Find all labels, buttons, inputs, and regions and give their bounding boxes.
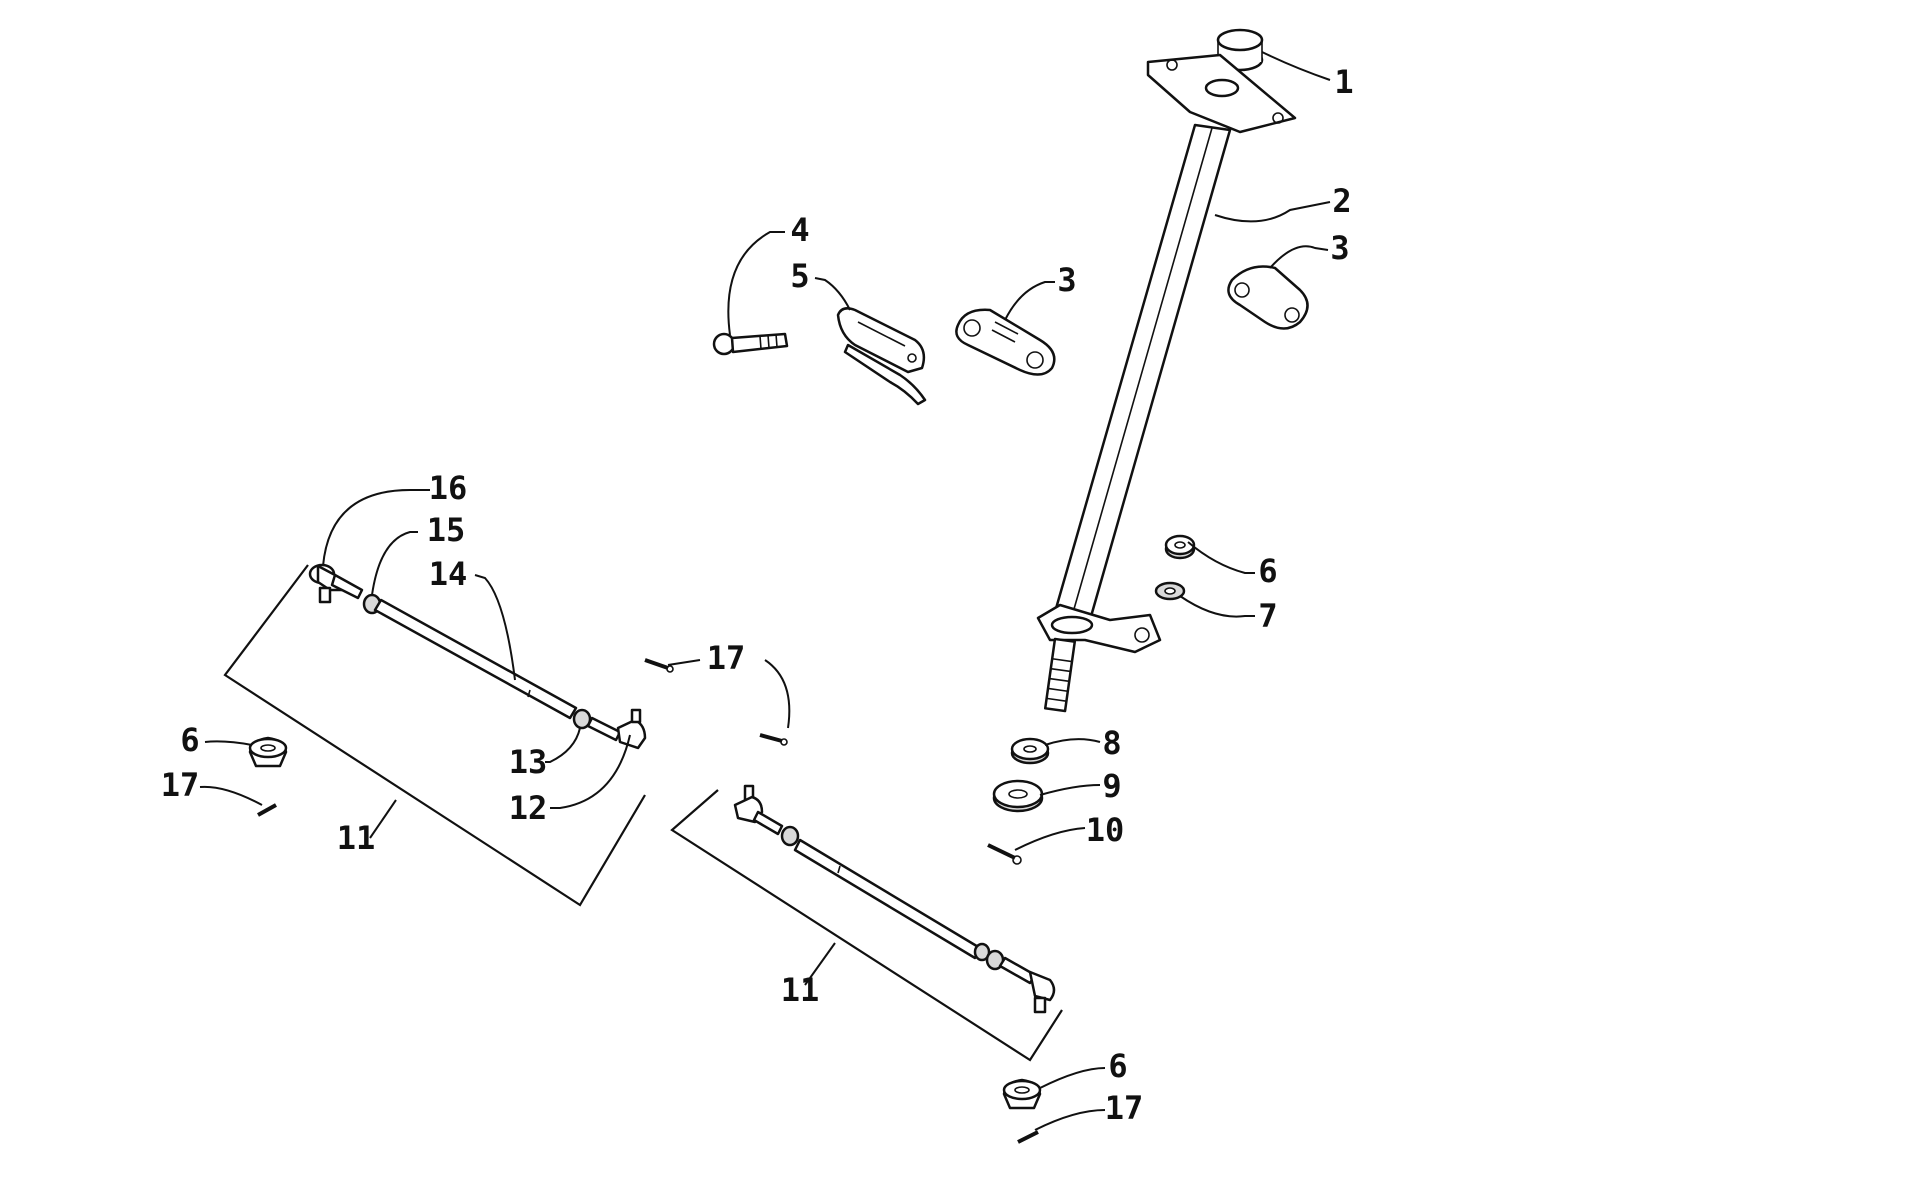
callout-4: 4 [790, 211, 809, 249]
part-6-nut-upper [1164, 534, 1196, 560]
callout-2: 2 [1332, 182, 1351, 220]
tie-rod-tube-right [793, 838, 982, 960]
tie-rod-right-assembly [733, 784, 1056, 1014]
callout-labels: 1 2 3 3 4 5 6 7 8 9 10 16 15 14 17 13 12… [161, 63, 1354, 1127]
callout-11-right: 11 [781, 971, 820, 1009]
part-17-cotter-pin-left [257, 803, 277, 817]
part-7-washer [1154, 581, 1186, 601]
jam-nut-inner [780, 825, 800, 847]
callout-17-bottom: 17 [1105, 1089, 1144, 1127]
part-14-tie-rod-tube [373, 598, 578, 720]
callout-6-bottom: 6 [1108, 1047, 1127, 1085]
leader-lines [199, 51, 1331, 1131]
part-5-clamp-bracket [836, 307, 927, 406]
jam-nut-outer [973, 942, 1005, 971]
assembly-bracket-11-right [670, 789, 1063, 1062]
callout-12: 12 [509, 789, 548, 827]
tie-rod-end-outer [998, 956, 1056, 1014]
part-3-bushing-center [955, 308, 1056, 376]
part-4-bolt [712, 332, 789, 356]
part-17-cotter-pin-center-lower [759, 733, 788, 746]
callout-11-left: 11 [337, 819, 376, 857]
part-10-cotter-pin [987, 843, 1022, 865]
callout-15: 15 [427, 511, 466, 549]
part-2-steering-post [1036, 53, 1297, 713]
callout-6-upper: 6 [1258, 552, 1277, 590]
callout-13: 13 [509, 743, 548, 781]
assembly-bracket-11-left [223, 564, 646, 907]
part-17-cotter-pin-center-upper [644, 658, 674, 673]
callout-5: 5 [790, 257, 809, 295]
part-3-bushing-right [1227, 265, 1309, 330]
part-8-nut [1010, 737, 1050, 765]
tie-rod-end-inner [733, 784, 784, 836]
callout-3-center: 3 [1057, 261, 1076, 299]
part-13-jam-nut [572, 708, 592, 730]
callout-1: 1 [1334, 63, 1353, 101]
part-9-washer [992, 779, 1044, 813]
callout-8: 8 [1102, 724, 1121, 762]
part-6-nut-left [248, 736, 288, 768]
part-16-tie-rod-end [308, 563, 364, 604]
part-6-nut-bottom [1002, 1078, 1042, 1110]
callout-10: 10 [1086, 811, 1125, 849]
callout-14: 14 [429, 555, 468, 593]
tie-rod-left-assembly [308, 563, 647, 750]
part-12-tie-rod-end [586, 708, 647, 750]
callout-17-left: 17 [161, 766, 200, 804]
callout-17-center: 17 [707, 639, 746, 677]
callout-16: 16 [429, 469, 468, 507]
callout-7: 7 [1258, 597, 1277, 635]
part-17-cotter-pin-bottom [1017, 1130, 1039, 1144]
callout-6-left: 6 [180, 721, 199, 759]
callout-3-right: 3 [1330, 229, 1349, 267]
callout-9: 9 [1102, 767, 1121, 805]
